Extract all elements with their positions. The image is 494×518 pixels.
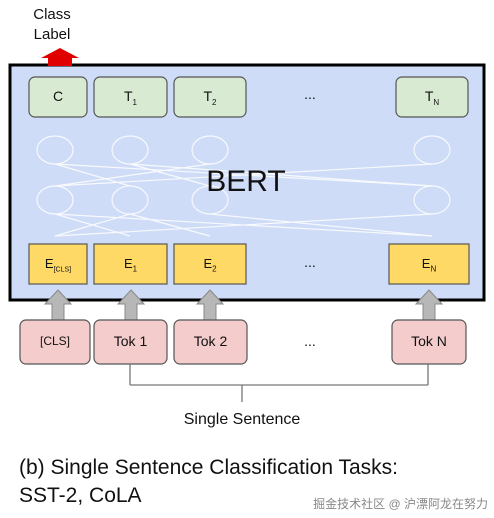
output-box-t1 bbox=[93, 76, 168, 118]
subscript: 1 bbox=[132, 264, 138, 274]
output-label-t1: T1 bbox=[123, 88, 137, 107]
sentence-bracket bbox=[129, 364, 429, 402]
token-label-2: Tok 2 bbox=[193, 333, 228, 349]
subscript: N bbox=[433, 97, 440, 107]
token-ellipsis: ... bbox=[304, 333, 316, 349]
class-label-line2: Label bbox=[33, 26, 71, 43]
output-label-tn: TN bbox=[424, 88, 440, 107]
token-box-cls bbox=[19, 319, 91, 365]
embedding-box-n bbox=[388, 243, 470, 285]
class-label-line1: Class bbox=[33, 6, 71, 23]
subscript: 2 bbox=[212, 264, 217, 274]
up-arrow-icon bbox=[414, 289, 444, 321]
class-label-arrow-icon bbox=[41, 48, 79, 66]
embedding-label-2: E2 bbox=[203, 256, 217, 274]
transformer-layers bbox=[36, 135, 451, 237]
caption-line1: (b) Single Sentence Classification Tasks… bbox=[19, 456, 398, 479]
output-label-t2: T2 bbox=[203, 88, 217, 107]
output-box-t2 bbox=[173, 76, 247, 118]
caption-line2: SST-2, CoLA bbox=[19, 484, 142, 507]
bracket-label: Single Sentence bbox=[183, 411, 301, 428]
subscript: 2 bbox=[212, 97, 217, 107]
model-name: BERT bbox=[206, 165, 286, 198]
subscript: 1 bbox=[132, 97, 137, 107]
output-box-tn bbox=[395, 76, 469, 118]
embedding-label-cls: E[CLS] bbox=[44, 256, 72, 274]
output-label-c: C bbox=[52, 88, 64, 104]
watermark: 掘金技术社区 @ 沪漂阿龙在努力 bbox=[313, 497, 488, 511]
subscript: N bbox=[430, 264, 437, 274]
up-arrow-icon bbox=[43, 289, 73, 321]
embedding-ellipsis: ... bbox=[304, 254, 316, 270]
up-arrow-icon bbox=[116, 289, 146, 321]
embedding-box-1 bbox=[93, 243, 168, 285]
up-arrow-icon bbox=[195, 289, 225, 321]
embedding-label-n: EN bbox=[421, 256, 437, 274]
subscript: [CLS] bbox=[53, 266, 72, 274]
output-box-c bbox=[28, 76, 88, 118]
token-label-1: Tok 1 bbox=[113, 333, 148, 349]
token-label-n: Tok N bbox=[411, 333, 447, 349]
output-ellipsis: ... bbox=[304, 86, 316, 102]
embedding-label-1: E1 bbox=[123, 256, 138, 274]
embedding-box-cls bbox=[28, 243, 88, 285]
embedding-box-2 bbox=[173, 243, 247, 285]
token-box-2 bbox=[173, 319, 248, 365]
token-box-n bbox=[391, 319, 467, 365]
token-label-cls: [CLS] bbox=[39, 334, 70, 348]
